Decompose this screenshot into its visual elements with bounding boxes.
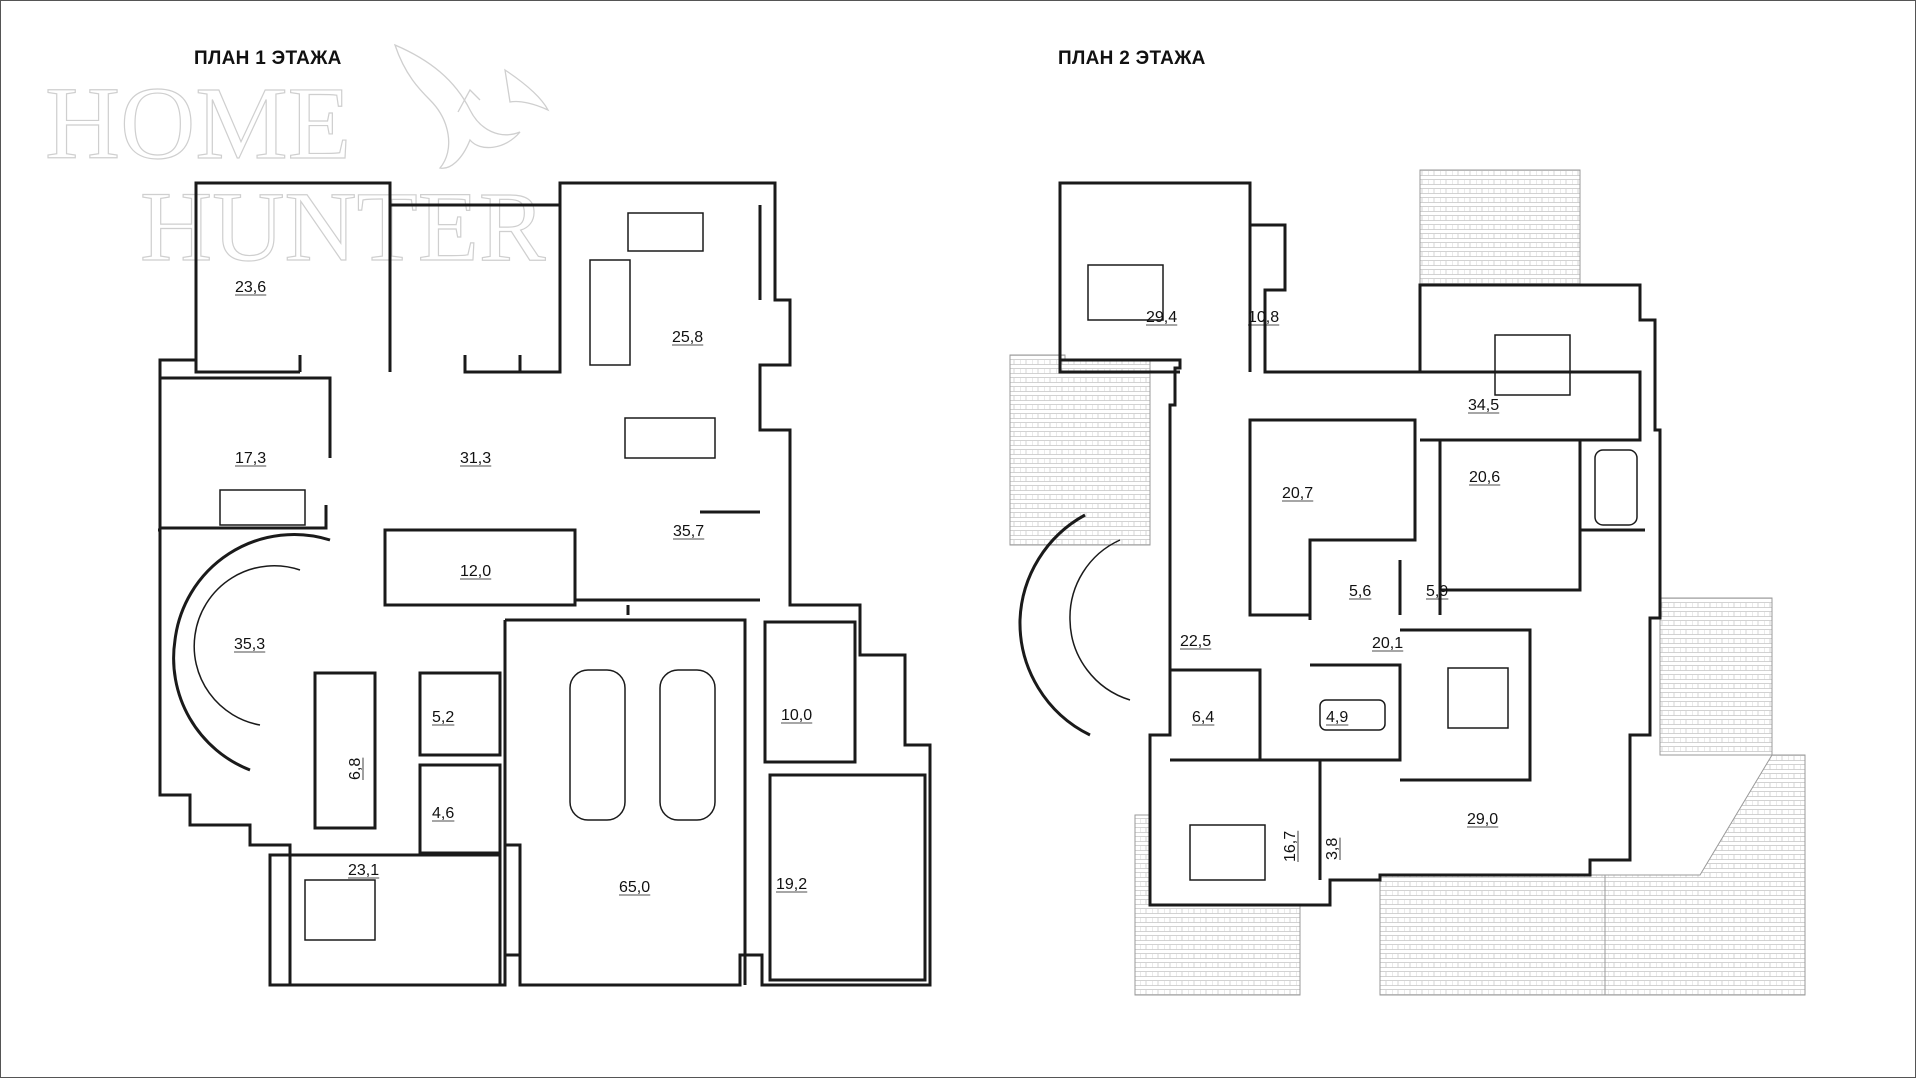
dining-table-icon bbox=[624, 417, 716, 459]
room-area-label: 10,0 bbox=[781, 707, 812, 724]
floor2-room-345 bbox=[1418, 285, 1642, 442]
room-area-label: 31,3 bbox=[460, 450, 491, 467]
floor1-room-192 bbox=[768, 773, 927, 982]
watermark-line2: HUNTER bbox=[140, 171, 546, 282]
floor1-room-100 bbox=[763, 620, 857, 764]
floor2-area-labels: 29,4 10,8 34,5 20,7 20,6 5,6 5,9 20,1 22… bbox=[1146, 309, 1501, 862]
floor1-garage-walls bbox=[503, 618, 747, 985]
room-area-label: 4,9 bbox=[1326, 709, 1348, 726]
floor2-core-walls bbox=[1248, 418, 1442, 620]
floor1-area-labels: 23,6 25,8 17,3 31,3 35,7 12,0 35,3 5,2 6… bbox=[234, 279, 813, 896]
room-area-label: 65,0 bbox=[619, 879, 650, 896]
floor1-plan bbox=[158, 181, 932, 987]
watermark-line1: HOME bbox=[45, 66, 351, 181]
room-area-label: 12,0 bbox=[460, 563, 491, 580]
floor2-bath-206 bbox=[1440, 438, 1645, 592]
floor1-bath-46 bbox=[418, 763, 502, 855]
floor1-outer-wall bbox=[158, 181, 932, 987]
floor1-room2-walls bbox=[160, 376, 332, 530]
room-area-label: 20,6 bbox=[1469, 469, 1500, 486]
room-area-label: 6,8 bbox=[347, 758, 364, 780]
sofa-icon bbox=[219, 489, 306, 526]
room-area-label: 6,4 bbox=[1192, 709, 1214, 726]
room-area-label: 35,7 bbox=[673, 523, 704, 540]
sofa-icon bbox=[589, 259, 631, 366]
roof-tile-area bbox=[1659, 597, 1773, 756]
floor2-lower-rooms bbox=[1170, 628, 1532, 880]
floor2-outer-wall bbox=[1058, 181, 1662, 907]
floor1-kitchen-walls bbox=[575, 510, 760, 615]
roof-tile-area bbox=[1604, 754, 1806, 996]
room-area-label: 29,0 bbox=[1467, 811, 1498, 828]
room-area-label: 23,1 bbox=[348, 862, 379, 879]
room-area-label: 16,7 bbox=[1282, 831, 1299, 862]
floor1-living-walls bbox=[463, 205, 762, 374]
floor2-stair-inner bbox=[1069, 539, 1131, 701]
roof-tile-area bbox=[1419, 169, 1581, 286]
bed-icon bbox=[1087, 264, 1164, 321]
sofa-icon bbox=[627, 212, 704, 252]
room-area-label: 5,6 bbox=[1349, 583, 1371, 600]
eagle-logo-icon bbox=[393, 43, 550, 169]
bed-icon bbox=[1494, 334, 1571, 396]
room-area-label: 3,8 bbox=[1324, 838, 1341, 860]
floor1-room1-walls bbox=[194, 205, 392, 374]
room-area-label: 35,3 bbox=[234, 636, 265, 653]
roof-tile-area bbox=[1379, 874, 1606, 996]
room-area-label: 23,6 bbox=[235, 279, 266, 296]
car-icon bbox=[569, 669, 626, 821]
room-area-label: 5,2 bbox=[432, 709, 454, 726]
room-area-label: 17,3 bbox=[235, 450, 266, 467]
room-area-label: 4,6 bbox=[432, 805, 454, 822]
floor2-title: ПЛАН 2 ЭТАЖА bbox=[1058, 48, 1206, 69]
room-area-label: 20,1 bbox=[1372, 635, 1403, 652]
floor1-stair-outline bbox=[172, 533, 331, 772]
room-area-label: 34,5 bbox=[1468, 397, 1499, 414]
floor1-closet-120 bbox=[383, 528, 577, 607]
floor1-bath-52 bbox=[418, 671, 502, 757]
floor1-closet-68 bbox=[313, 671, 377, 830]
bed-icon bbox=[1189, 824, 1266, 881]
room-area-label: 10,8 bbox=[1248, 309, 1279, 326]
floor2-roof bbox=[1009, 169, 1806, 996]
bed-icon bbox=[304, 879, 376, 941]
room-area-label: 5,9 bbox=[1426, 583, 1448, 600]
car-icon bbox=[659, 669, 716, 821]
bed-icon bbox=[1447, 667, 1509, 729]
floor1-bedroom-231 bbox=[288, 853, 502, 987]
floor1-title: ПЛАН 1 ЭТАЖА bbox=[194, 48, 342, 69]
room-area-label: 20,7 bbox=[1282, 485, 1313, 502]
bathtub-icon bbox=[1319, 699, 1386, 731]
floor2-stair-outline bbox=[1018, 513, 1091, 737]
room-area-label: 22,5 bbox=[1180, 633, 1211, 650]
room-area-label: 29,4 bbox=[1146, 309, 1177, 326]
floor2-plan bbox=[1018, 181, 1662, 907]
floor1-stair-inner bbox=[193, 565, 301, 726]
room-area-label: 25,8 bbox=[672, 329, 703, 346]
watermark-logo: HOME HUNTER bbox=[44, 43, 550, 283]
room-area-label: 19,2 bbox=[776, 876, 807, 893]
floor2-room-294 bbox=[1058, 225, 1252, 374]
bathtub-icon bbox=[1594, 449, 1638, 526]
